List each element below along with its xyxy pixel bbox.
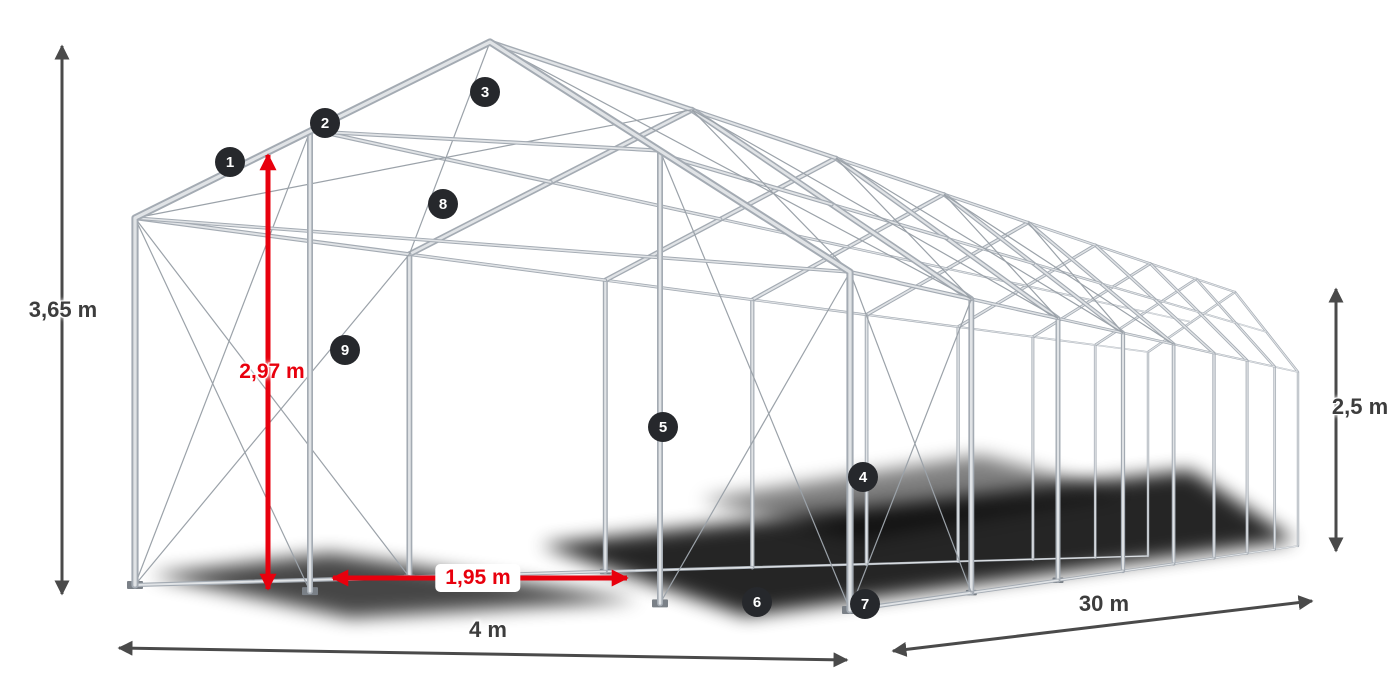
total-height-label: 3,65 m xyxy=(28,297,98,322)
part-marker-1[interactable]: 1 xyxy=(215,147,245,177)
width-arrow xyxy=(117,640,849,668)
part-marker-7[interactable]: 7 xyxy=(850,589,880,619)
part-marker-3[interactable]: 3 xyxy=(470,77,500,107)
length-label: 30 m xyxy=(1078,591,1130,616)
width-label: 4 m xyxy=(469,617,507,642)
length-arrow xyxy=(891,595,1314,657)
entrance-height-label: 2,97 m xyxy=(239,360,305,383)
entrance-width-label: 1,95 m xyxy=(435,564,521,592)
part-marker-6[interactable]: 6 xyxy=(742,587,772,617)
part-marker-2[interactable]: 2 xyxy=(310,108,340,138)
part-marker-8[interactable]: 8 xyxy=(428,189,458,219)
part-marker-9[interactable]: 9 xyxy=(330,335,360,365)
tent-frame-structure xyxy=(127,38,1300,614)
part-marker-4[interactable]: 4 xyxy=(848,462,878,492)
part-marker-5[interactable]: 5 xyxy=(648,412,678,442)
side-height-label: 2,5 m xyxy=(1331,394,1389,419)
